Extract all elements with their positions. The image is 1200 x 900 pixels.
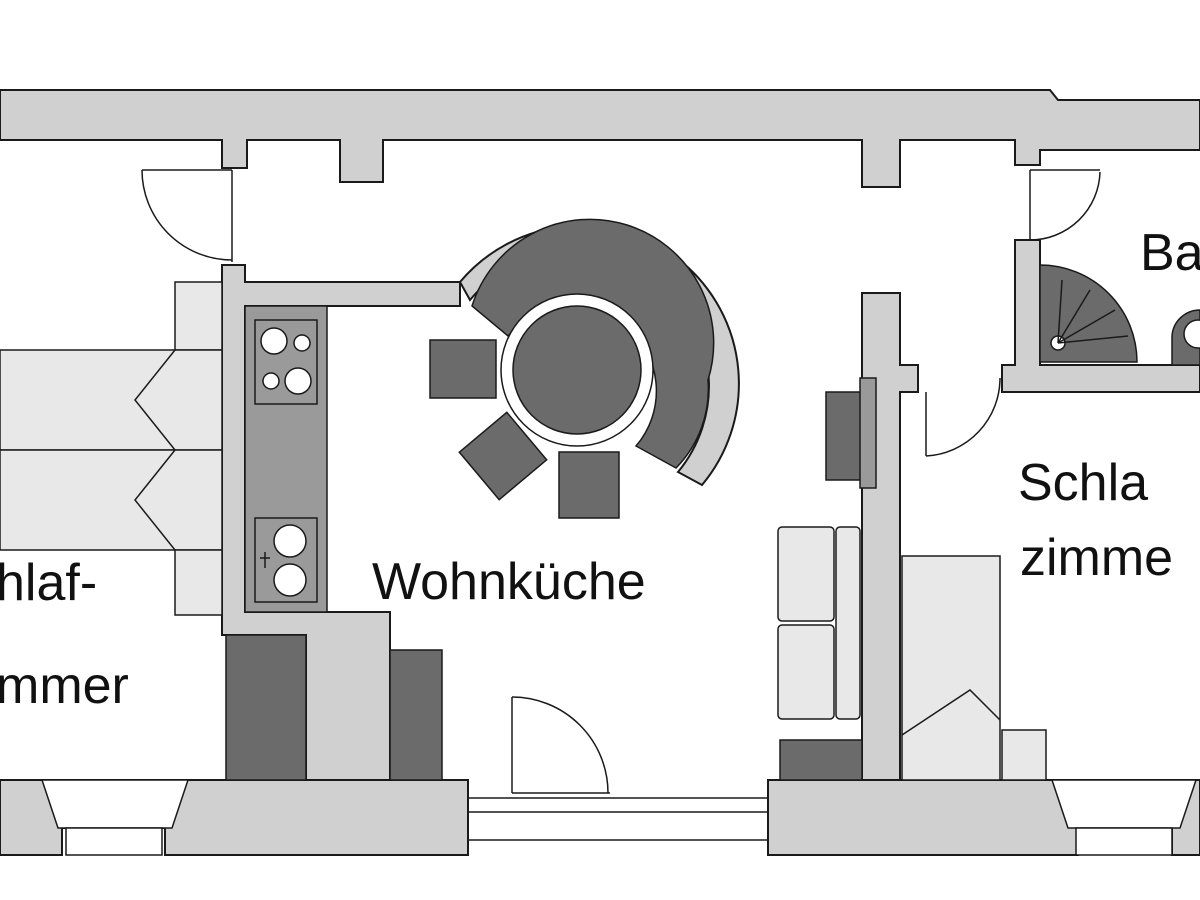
burner-icon: [293, 334, 311, 352]
burner-icon: [260, 327, 288, 355]
kitchen-cabinet-2: [389, 649, 443, 781]
sink-icon: [273, 563, 307, 597]
wardrobe-left: [0, 281, 223, 616]
balcony-opening: [468, 797, 768, 841]
label-right-bedroom-2: zimme: [1020, 529, 1173, 587]
wall-cabinet: [825, 391, 863, 481]
sofa: [777, 526, 861, 720]
door-bath: [1029, 169, 1101, 241]
bed-right: [901, 555, 1047, 781]
shower: [1039, 264, 1138, 363]
door-top-left: [141, 169, 233, 262]
window-right: [1050, 779, 1198, 856]
burner-icon: [262, 372, 280, 390]
door-right-bedroom: [925, 377, 1001, 457]
chair-1: [429, 339, 497, 399]
wall-cabinet-edge: [859, 377, 877, 489]
sideboard: [779, 739, 863, 781]
label-kitchen: Wohnküche: [372, 553, 646, 611]
dining-table: [512, 305, 642, 435]
burner-icon: [284, 367, 312, 395]
label-bath: Ba: [1140, 224, 1200, 282]
chair-2: [458, 411, 548, 501]
chair-3: [558, 451, 620, 519]
door-kitchen-bottom: [511, 696, 610, 794]
kitchen-counter: [244, 305, 328, 613]
window-left: [40, 779, 190, 856]
toilet: [1171, 309, 1200, 366]
label-right-bedroom-1: Schla: [1018, 454, 1148, 512]
label-left-bedroom-1: hlaf-: [0, 554, 97, 612]
label-left-bedroom-2: mmer: [0, 657, 129, 715]
top-wall: [0, 89, 1200, 188]
sink-icon: [273, 524, 307, 558]
kitchen-cabinet-1: [225, 634, 307, 781]
